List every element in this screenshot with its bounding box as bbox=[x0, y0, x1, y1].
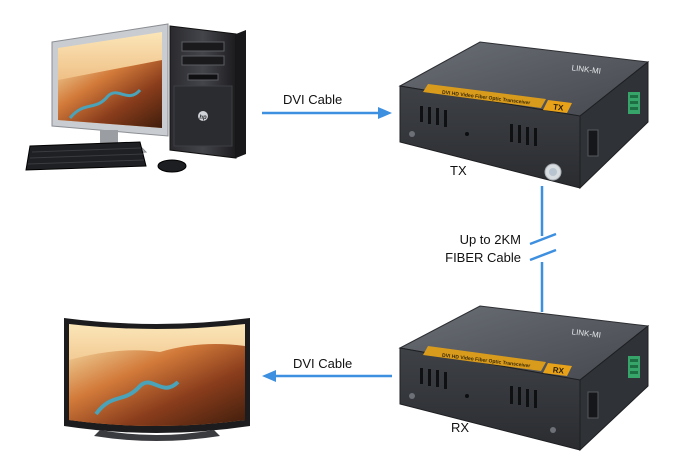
rx-transceiver-icon: DVI HD Video Fiber Optic Transceiver RX … bbox=[398, 305, 650, 452]
dvi-arrow-top bbox=[262, 107, 392, 119]
fiber-cable-label: FIBER Cable bbox=[445, 250, 521, 265]
rx-badge-text: RX bbox=[552, 365, 565, 375]
tx-badge-text: TX bbox=[553, 102, 565, 112]
rx-brand-text: LINK-MI bbox=[571, 327, 601, 340]
dvi-arrow-bottom bbox=[262, 370, 392, 382]
rx-terminal-block bbox=[628, 356, 640, 378]
dvi-cable-label-bottom: DVI Cable bbox=[293, 356, 353, 371]
pc-logo-text: hp bbox=[199, 115, 207, 121]
curved-tv-icon bbox=[64, 318, 250, 441]
fiber-distance-label: Up to 2KM bbox=[459, 232, 521, 247]
dvi-cable-label-top: DVI Cable bbox=[283, 92, 343, 107]
tx-brand-text: LINK-MI bbox=[571, 63, 601, 76]
tx-label: TX bbox=[450, 163, 467, 178]
desktop-computer-icon: hp bbox=[25, 23, 246, 173]
fiber-cable-line bbox=[529, 186, 557, 312]
tx-transceiver-icon: DVI HD Video Fiber Optic Transceiver TX … bbox=[398, 41, 650, 190]
tx-terminal-block bbox=[628, 92, 640, 114]
rx-label: RX bbox=[451, 420, 470, 435]
